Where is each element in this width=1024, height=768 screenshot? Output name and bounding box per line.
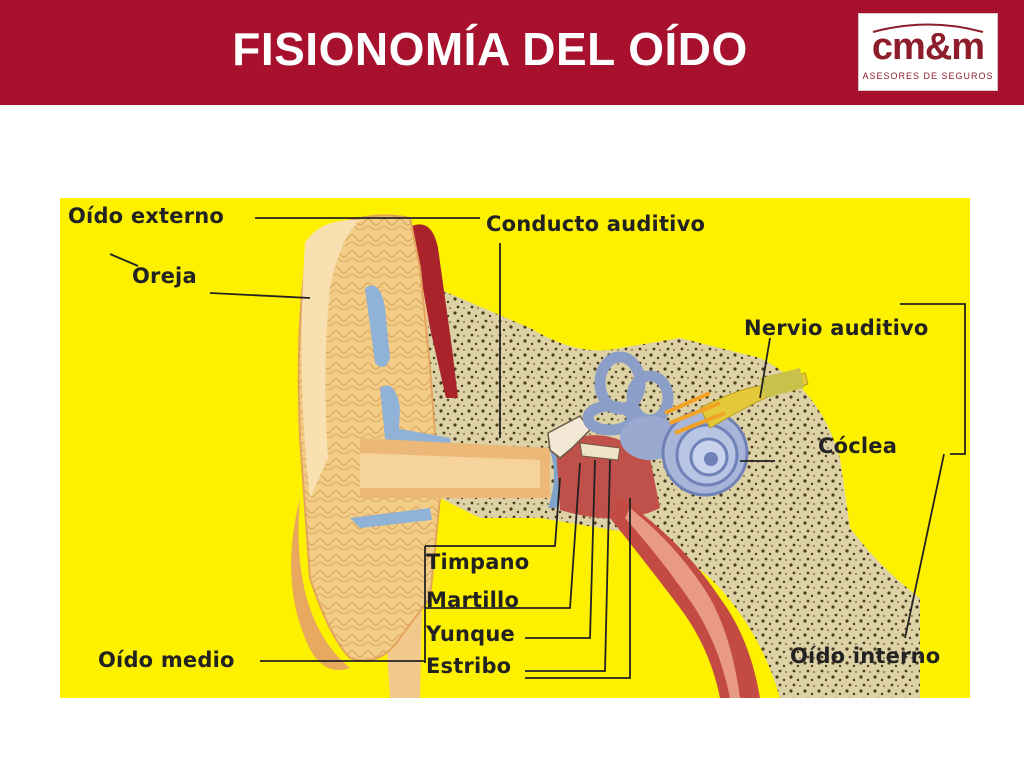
company-logo: cm&m ASESORES DE SEGUROS (858, 13, 998, 91)
cochlea-spiral (661, 409, 749, 497)
ear-canal-inner (360, 453, 540, 488)
label-oreja: Oreja (132, 264, 197, 288)
nerve-stem (760, 368, 804, 398)
logo-text: cm&m (871, 26, 985, 68)
cartilage-2 (380, 385, 400, 450)
ear-illustration (109, 214, 966, 698)
cartilage-4 (350, 508, 432, 528)
nerve-fibres (664, 391, 726, 435)
logo-subtitle: ASESORES DE SEGUROS (862, 71, 994, 81)
label-oido-interno: Oído interno (790, 644, 941, 668)
label-oido-externo: Oído externo (68, 204, 225, 228)
label-yunque: Yunque (426, 622, 516, 646)
label-martillo: Martillo (426, 588, 520, 612)
auricle (297, 214, 442, 662)
leader-lines (109, 217, 966, 679)
label-oido-medio: Oído medio (98, 648, 235, 672)
page-title: FISIONOMÍA DEL OÍDO (232, 23, 748, 75)
label-estribo: Estribo (426, 654, 512, 678)
stapes (579, 442, 621, 461)
label-coclea: Cóclea (818, 434, 898, 458)
label-nervio-auditivo: Nervio auditivo (744, 316, 929, 340)
ear-lobe (291, 498, 350, 670)
label-conducto-auditivo: Conducto auditivo (486, 212, 706, 236)
logo-roof-icon (872, 23, 984, 33)
label-timpano: Timpano (426, 550, 530, 574)
ear-rim (301, 219, 360, 498)
cartilage-1 (365, 285, 390, 367)
eustachian-tube-inner (625, 508, 740, 698)
ossicles (547, 415, 591, 459)
red-tissue (412, 224, 458, 398)
header-bar: FISIONOMÍA DEL OÍDO cm&m ASESORES DE SEG… (0, 0, 1024, 105)
ear-diagram: Oído externo Oreja Conducto auditivo Ner… (60, 198, 970, 698)
